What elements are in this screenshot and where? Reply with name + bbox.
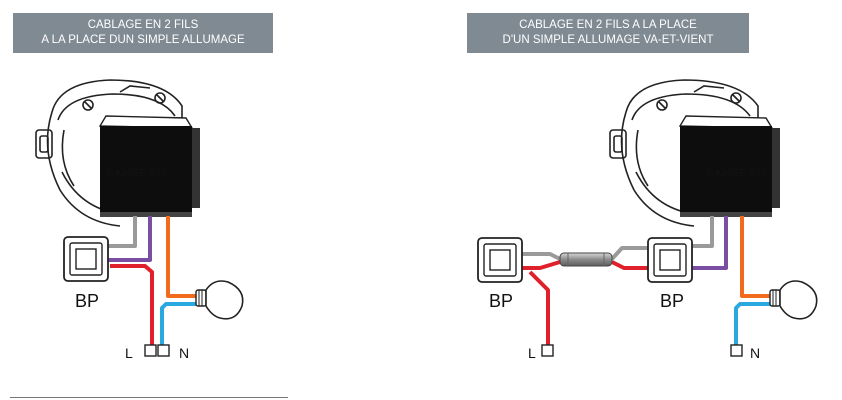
- switch-label-right-a: BP: [489, 291, 513, 311]
- module-left: [98, 115, 200, 217]
- wire-purple-right: [690, 216, 728, 270]
- wires-right: [522, 216, 774, 345]
- junction-box-right: [609, 79, 759, 227]
- module-right-label: GAMME 500: [706, 167, 767, 179]
- wire-red-right-c: [528, 270, 550, 345]
- diagram-left-title: CABLAGE EN 2 FILS A LA PLACE DUN SIMPLE …: [13, 13, 273, 53]
- wire-blue-left: [160, 302, 200, 345]
- diagram-right-title-line1: CABLAGE EN 2 FILS A LA PLACE: [519, 19, 697, 31]
- module-right: [678, 115, 780, 217]
- diagram-left: GAMME 500 BP L N: [35, 79, 244, 361]
- module-left-label: GAMME 500: [106, 167, 167, 179]
- diagram-right: GAMME 500 BP: [477, 79, 818, 361]
- wire-connector-right: [559, 252, 613, 267]
- push-button-left: [63, 236, 109, 282]
- wires-left: [108, 216, 200, 345]
- switch-label-right-b: BP: [660, 291, 684, 311]
- wire-grey-right-b: [522, 252, 561, 261]
- diagram-right-title-line2: D'UN SIMPLE ALLUMAGE VA-ET-VIENT: [502, 34, 714, 46]
- neutral-label-right: N: [750, 345, 760, 361]
- diagram-right-title: CABLAGE EN 2 FILS A LA PLACE D'UN SIMPLE…: [467, 13, 749, 53]
- bulb-right: [769, 280, 818, 320]
- wire-grey-right-c: [610, 246, 648, 261]
- junction-box-left: [35, 79, 183, 227]
- wire-red-right-a: [522, 260, 561, 270]
- live-label-right: L: [528, 345, 536, 361]
- wire-orange-right: [740, 216, 770, 298]
- terminal-live-right: [541, 344, 554, 357]
- neutral-label-left: N: [179, 345, 189, 361]
- switch-label-left: BP: [75, 291, 99, 311]
- diagram-left-title-line1: CABLAGE EN 2 FILS: [87, 19, 199, 31]
- wire-blue-right: [734, 302, 774, 345]
- terminal-neutral-right: [730, 344, 743, 357]
- wire-grey-right-a: [690, 216, 714, 248]
- push-button-right-a: [477, 237, 523, 283]
- diagram-left-title-line2: A LA PLACE DUN SIMPLE ALLUMAGE: [41, 34, 245, 46]
- bottom-divider: [10, 397, 288, 398]
- live-label-left: L: [125, 345, 133, 361]
- wire-orange-left: [166, 216, 196, 298]
- wire-grey-left: [108, 216, 137, 248]
- wire-red-left: [110, 264, 154, 345]
- wire-red-right-b: [611, 260, 648, 270]
- push-button-right-b: [647, 237, 693, 283]
- terminals-left: [144, 344, 170, 357]
- wire-purple-left: [108, 216, 152, 262]
- bulb-left: [195, 280, 244, 320]
